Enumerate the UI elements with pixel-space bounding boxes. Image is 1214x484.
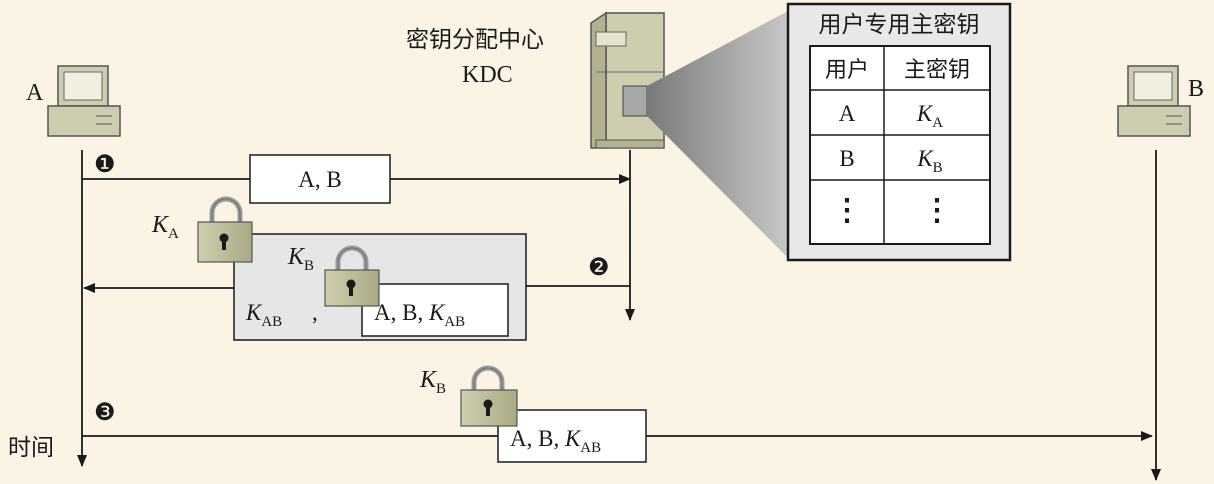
host-b-computer-icon: [1117, 65, 1191, 137]
padlock-kb-label: KB: [287, 244, 314, 274]
step2-session-key: KAB: [245, 300, 282, 330]
master-key-table: [786, 2, 1012, 262]
step1-message: A, B: [298, 167, 341, 192]
padlock-kb-step3-label: KB: [419, 367, 446, 397]
step2-ticket-box: [361, 283, 509, 337]
step3-marker: ❸: [94, 400, 116, 426]
table-row-more-key: ⋮: [922, 194, 952, 227]
kdc-drive-slot: [595, 31, 627, 47]
padlock-ka-icon: [197, 196, 253, 263]
padlock-ka-label: KA: [151, 212, 179, 242]
table-row-b-user: B: [839, 146, 854, 171]
table-row-a-key: KA: [916, 101, 943, 131]
step2-marker: ❷: [588, 255, 610, 281]
padlock-kb-step3-icon: [460, 365, 518, 427]
step3-ticket-box: [497, 409, 647, 463]
host-a-computer-icon: [47, 65, 121, 137]
table-header-master-key: 主密钥: [904, 58, 970, 83]
kdc-label-line2: KDC: [462, 62, 513, 88]
table-row-b-key: KB: [916, 146, 942, 176]
step3-ticket-text: A, B, KAB: [510, 426, 601, 456]
projection-beam: [647, 10, 790, 260]
table-row-a-user: A: [839, 101, 856, 126]
host-a-label: A: [26, 80, 44, 106]
step2-comma: ,: [312, 300, 318, 325]
table-header-user: 用户: [825, 58, 869, 83]
time-label: 时间: [8, 435, 54, 461]
step1-marker: ❶: [94, 152, 116, 178]
kdc-label-line1: 密钥分配中心: [406, 27, 544, 53]
host-b-label: B: [1188, 76, 1204, 102]
table-row-more-user: ⋮: [832, 194, 862, 227]
table-title: 用户专用主密钥: [819, 12, 980, 38]
kdc-server-base: [595, 139, 665, 149]
kdc-key-store-slot: [622, 85, 648, 117]
step2-ticket-text: A, B, KAB: [374, 300, 465, 330]
padlock-kb-icon: [324, 245, 380, 307]
step1-message-box: [249, 154, 391, 204]
